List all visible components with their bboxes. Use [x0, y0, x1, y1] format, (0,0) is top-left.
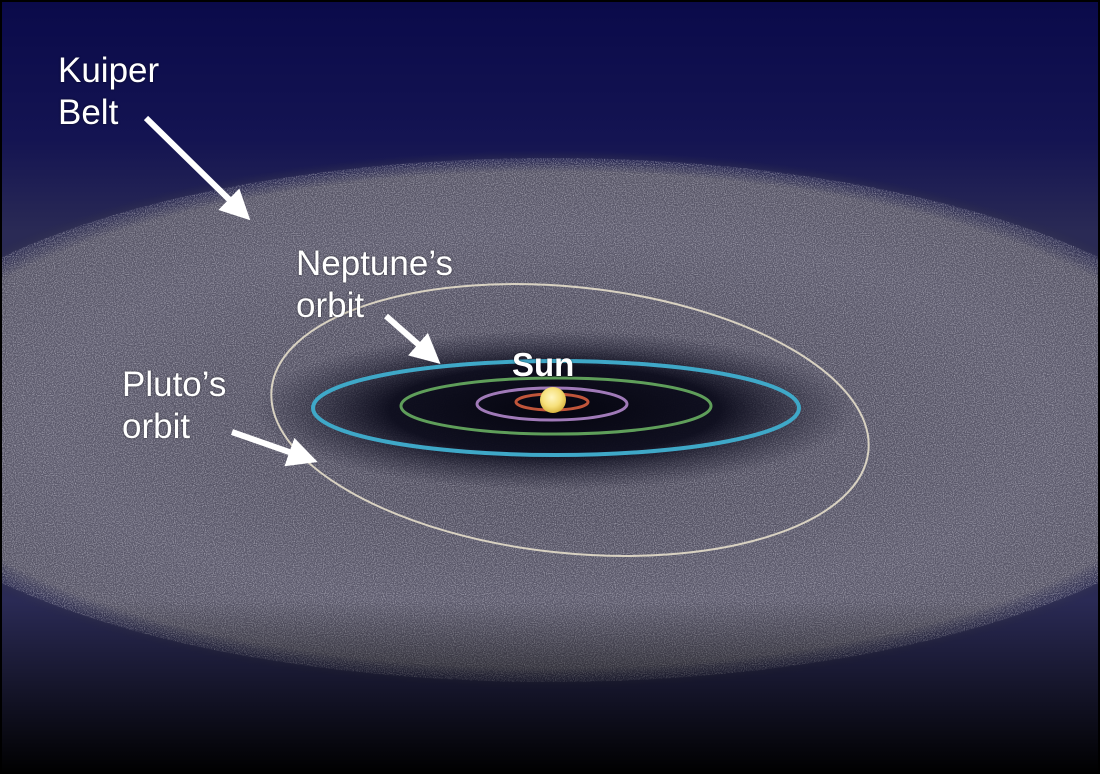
neptune-orbit-label: Neptune’s orbit — [296, 243, 453, 327]
kuiper-label-line2: Belt — [58, 93, 119, 132]
neptune-label-line2: orbit — [296, 286, 365, 325]
kuiper-label-line1: Kuiper — [58, 51, 160, 90]
kuiper-belt-label: Kuiper Belt — [58, 50, 159, 134]
kuiper-belt-arrow — [143, 115, 251, 221]
uranus-orbit — [399, 376, 713, 436]
neptune-orbit-arrow — [384, 313, 441, 364]
pluto-orbit-arrow — [231, 429, 318, 467]
sun-label: Sun — [512, 346, 575, 383]
pluto-label-line1: Pluto’s — [122, 365, 227, 404]
neptune-orbit — [311, 359, 801, 457]
pluto-label-line2: orbit — [122, 407, 191, 446]
pluto-orbit-label: Pluto’s orbit — [122, 364, 226, 448]
sun-icon — [540, 387, 566, 413]
pluto-orbit — [270, 283, 870, 557]
neptune-label-line1: Neptune’s — [296, 244, 453, 283]
bottom-fade — [0, 600, 1100, 774]
